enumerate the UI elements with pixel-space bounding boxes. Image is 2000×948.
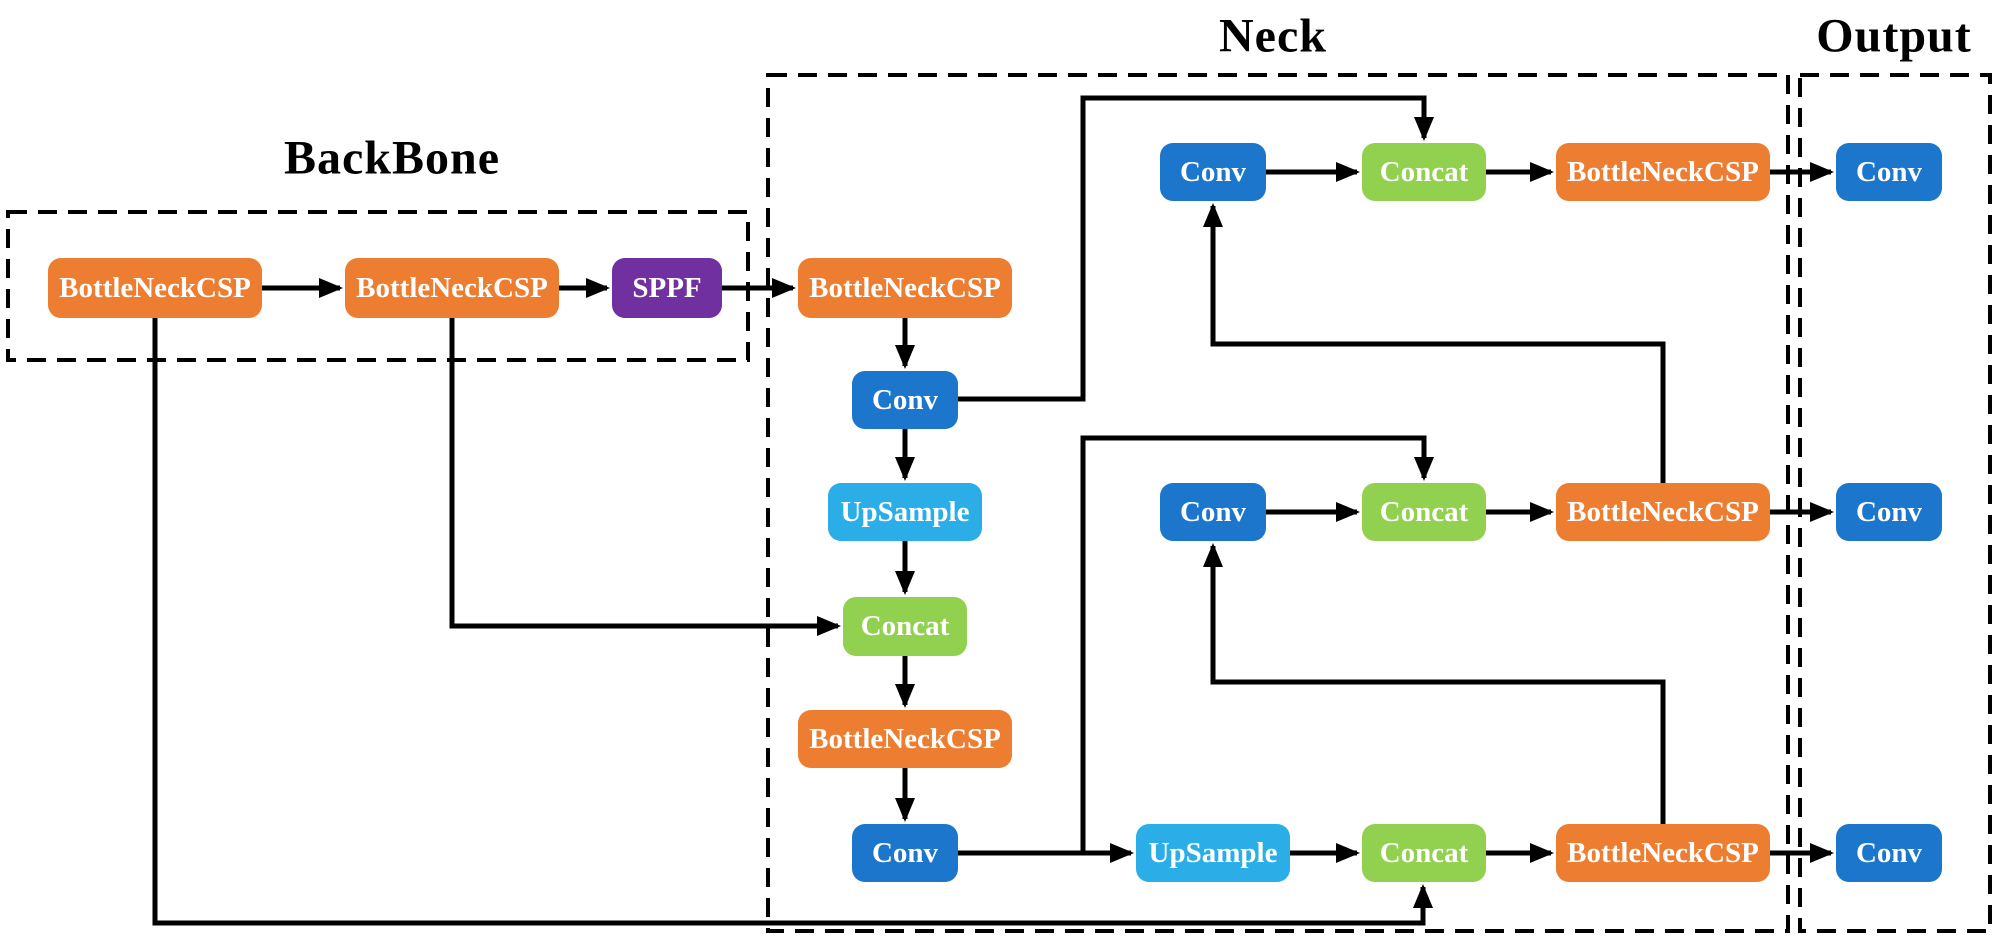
node-neck-concat-1: Concat xyxy=(843,597,967,656)
node-neck-conv-top: Conv xyxy=(1160,143,1266,201)
neck-region-outline xyxy=(766,73,1790,933)
node-neck-upsample-2: UpSample xyxy=(1136,824,1290,882)
arrow-backbone-csp1-to-concat-bottom xyxy=(152,318,1433,926)
neck-section-title: Neck xyxy=(1219,9,1327,63)
node-output-conv-top: Conv xyxy=(1836,143,1942,201)
arrow-conv1-to-concat-top xyxy=(958,95,1434,402)
arrow-csp-mid-to-conv-top xyxy=(1203,203,1666,483)
node-output-conv-mid: Conv xyxy=(1836,483,1942,541)
output-section-title: Output xyxy=(1816,9,1972,63)
output-region-outline xyxy=(1798,73,1992,933)
arrow-csp-bottom-to-conv-mid xyxy=(1203,543,1666,824)
node-neck-bottleneckcsp-bottom: BottleNeckCSP xyxy=(1556,824,1770,882)
node-neck-bottleneckcsp-top: BottleNeckCSP xyxy=(1556,143,1770,201)
node-neck-bottleneckcsp-1: BottleNeckCSP xyxy=(798,258,1012,318)
node-neck-bottleneckcsp-2: BottleNeckCSP xyxy=(798,710,1012,768)
node-neck-upsample-1: UpSample xyxy=(828,483,982,541)
node-backbone-bottleneckcsp-1: BottleNeckCSP xyxy=(48,258,262,318)
node-neck-concat-bottom: Concat xyxy=(1362,824,1486,882)
arrow-backbone-csp2-to-concat1 xyxy=(449,318,841,636)
node-neck-conv-mid: Conv xyxy=(1160,483,1266,541)
node-neck-concat-top: Concat xyxy=(1362,143,1486,201)
backbone-section-title: BackBone xyxy=(283,131,501,185)
node-output-conv-bottom: Conv xyxy=(1836,824,1942,882)
node-neck-conv-2: Conv xyxy=(852,824,958,882)
node-neck-conv-1: Conv xyxy=(852,371,958,429)
node-backbone-sppf: SPPF xyxy=(612,258,722,318)
node-neck-bottleneckcsp-mid: BottleNeckCSP xyxy=(1556,483,1770,541)
node-neck-concat-mid: Concat xyxy=(1362,483,1486,541)
node-backbone-bottleneckcsp-2: BottleNeckCSP xyxy=(345,258,559,318)
arrow-conv2-to-concat-mid xyxy=(1080,435,1434,853)
